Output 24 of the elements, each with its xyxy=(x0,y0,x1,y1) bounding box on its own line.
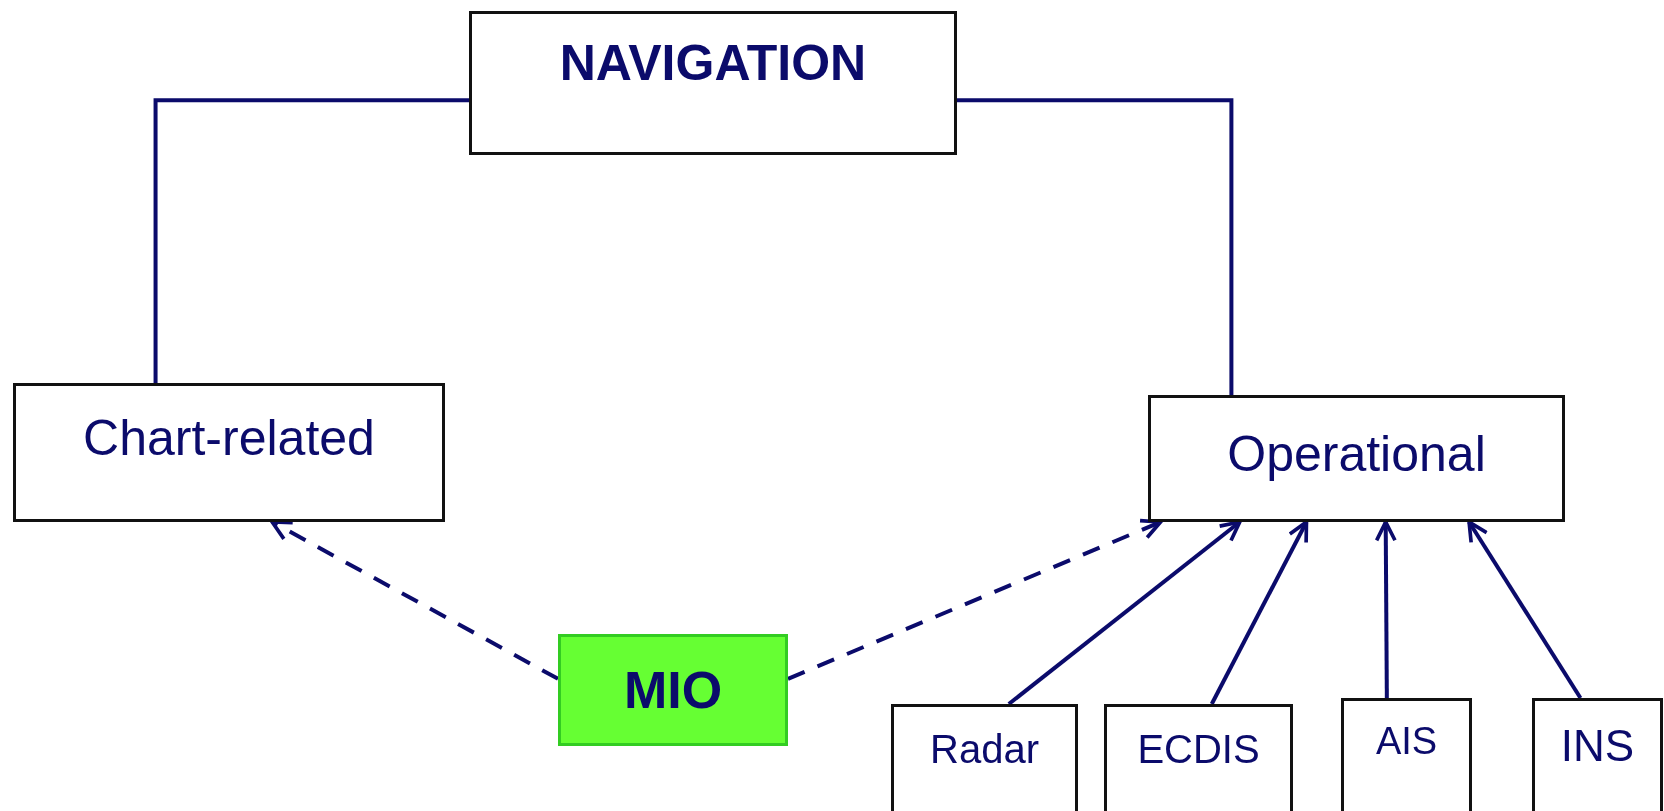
dashed-arrow xyxy=(270,520,559,681)
arrow xyxy=(1007,520,1242,706)
arrow xyxy=(1467,520,1583,700)
box-label: Radar xyxy=(930,726,1039,773)
connector-line xyxy=(957,98,1234,395)
system-box xyxy=(1104,704,1293,811)
heading-box xyxy=(469,11,957,155)
mio-box xyxy=(558,634,788,746)
arrow xyxy=(1374,520,1397,698)
box-label: INS xyxy=(1560,721,1635,772)
box-label: Operational xyxy=(1227,424,1486,484)
dashed-arrow xyxy=(787,518,1163,681)
system-box xyxy=(1341,698,1472,811)
box-label: AIS xyxy=(1375,719,1438,764)
box-label: NAVIGATION xyxy=(559,34,867,93)
box-label: MIO xyxy=(623,660,723,720)
box-label: ECDIS xyxy=(1137,726,1260,773)
category-box xyxy=(13,383,445,522)
connector-line xyxy=(153,98,469,383)
category-box xyxy=(1148,395,1565,522)
arrow xyxy=(1209,520,1309,705)
system-box xyxy=(1532,698,1663,811)
system-box xyxy=(891,704,1078,811)
box-label: Chart-related xyxy=(83,408,375,468)
